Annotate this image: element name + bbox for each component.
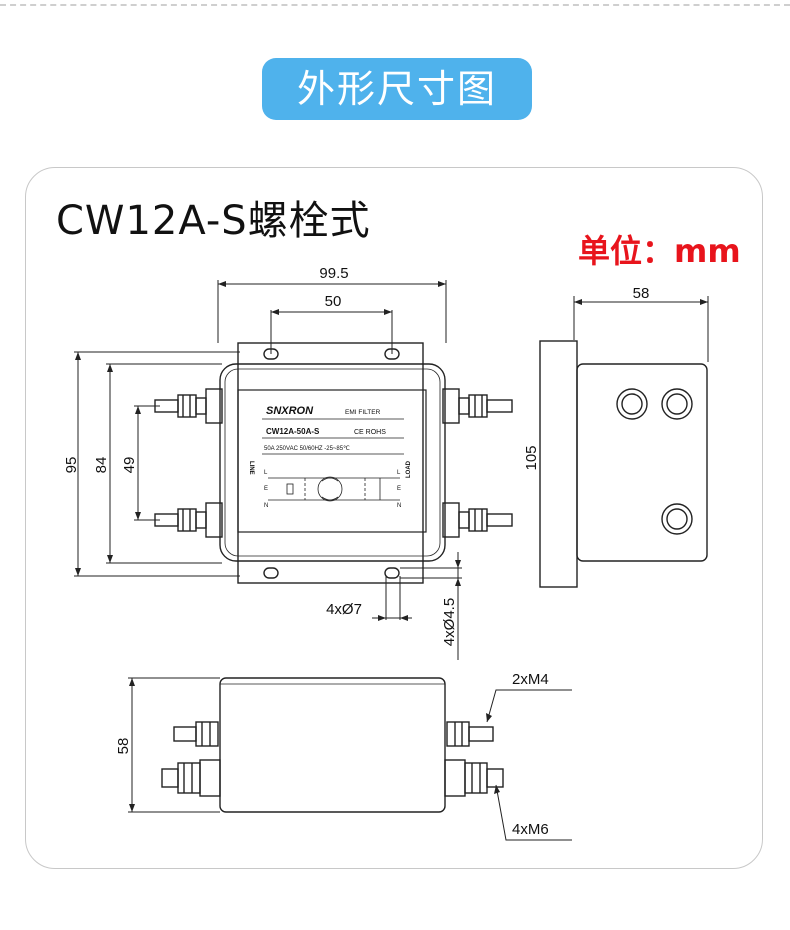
side-body [576,363,708,562]
bottom-view [161,677,504,813]
right-terminal-top [442,388,513,424]
dim-side-height: 105 [523,445,540,470]
label-load: LOAD [406,460,412,478]
label-plate [237,389,427,533]
dim-overall-width: 99.5 [319,265,348,282]
pin-n-right: N [397,503,401,509]
label-cert: CE ROHS [354,429,386,436]
pin-l-right: L [397,470,401,476]
label-plate-text: SNXRON EMI FILTER CW12A-50A-S CE ROHS 50… [248,405,412,509]
pin-n-left: N [264,503,268,509]
dim-side-depth: 58 [633,285,650,302]
label-brand: SNXRON [266,405,314,417]
side-dimension-lines [539,296,709,587]
left-terminal-bottom [154,502,223,538]
front-view [154,342,513,584]
label-type: EMI FILTER [345,409,381,416]
label-line: LINE [248,461,254,475]
bottom-body [219,677,446,813]
section-title: 外形尺寸图 [262,58,532,120]
dim-hole: 4xØ4.5 [441,598,458,646]
bottom-dimension-lines [128,677,572,841]
dim-terminal-spacing: 49 [121,457,138,474]
dim-slot: 4xØ7 [326,601,362,618]
dim-large-thread: 4xM6 [512,821,549,838]
schematic [268,476,400,502]
model-title: CW12A-S螺栓式 [56,198,371,244]
pin-e-left: E [264,486,268,492]
dim-small-thread: 2xM4 [512,671,549,688]
drawing-card [25,167,763,869]
left-terminal-top [154,388,223,424]
dim-height-overall: 95 [63,457,80,474]
unit-label: 单位：mm [578,232,741,270]
mounting-plate [237,342,424,584]
right-terminal-bottom [442,502,513,538]
label-spec: 50A 250VAC 50/60HZ -25~85℃ [264,446,350,452]
dim-hole-spacing: 50 [325,293,342,310]
slot-bottom-right [384,567,400,579]
label-model: CW12A-50A-S [266,427,320,436]
pin-l-left: L [264,470,268,476]
pin-e-right: E [397,486,401,492]
arrowheads [75,281,708,812]
dim-bottom-depth: 58 [115,738,132,755]
side-plate [539,340,578,588]
dim-height-holes: 84 [93,457,110,474]
side-view [539,340,708,588]
slot-bottom-left [263,567,279,579]
top-dashed-divider [0,4,790,6]
filter-body [219,363,446,562]
